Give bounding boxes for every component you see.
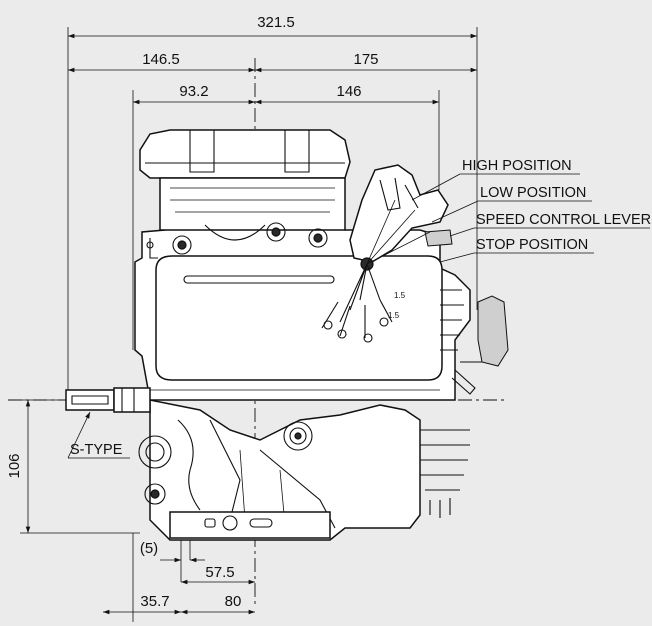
dim-inner-left-text: 93.2 [179, 83, 208, 100]
low-position-label: LOW POSITION [480, 185, 586, 201]
dim-mount-35-text: 35.7 [140, 593, 169, 610]
dim-right-text: 175 [353, 51, 378, 68]
dim-left-of-center: 146.5 [68, 51, 255, 73]
dim-inner-right-text: 146 [336, 83, 361, 100]
head-bolt-right [308, 228, 328, 248]
callout-speed-control-lever: SPEED CONTROL LEVER [449, 212, 651, 237]
cylinder-head [159, 177, 346, 231]
head-bolt-center [266, 222, 286, 242]
dim-right-of-center: 175 [254, 51, 477, 73]
callout-low-position: LOW POSITION [431, 185, 592, 223]
s-type-label: S-TYPE [70, 442, 123, 458]
speed-control-assembly: 1.5 1.5 [321, 164, 453, 343]
dim-mount-57-text: 57.5 [205, 564, 234, 581]
dim-mount-57: 57.5 [181, 564, 255, 585]
stop-position-label: STOP POSITION [476, 237, 588, 253]
drain-plug [144, 483, 166, 505]
dim-offset-5-text: (5) [140, 540, 158, 557]
dim-shaft-height-text: 106 [6, 453, 23, 478]
callout-high-position: HIGH POSITION [411, 158, 580, 201]
engine-outline [134, 129, 509, 541]
choke-knob [477, 295, 509, 367]
dim-mount-35: 35.7 [103, 593, 181, 615]
dim-overall-text: 321.5 [257, 14, 295, 31]
high-position-label: HIGH POSITION [462, 158, 572, 174]
dim-overall: 321.5 [68, 14, 477, 39]
speed-control-lever-label: SPEED CONTROL LEVER [476, 212, 651, 228]
air-cleaner-cover [139, 129, 351, 179]
crankcase-bolt [283, 421, 313, 451]
recoil-panel [155, 255, 443, 381]
note-1-5-lower: 1.5 [388, 311, 400, 320]
dim-left-text: 146.5 [142, 51, 180, 68]
dim-offset-5: (5) [140, 540, 205, 563]
dim-shaft-height: 106 [6, 400, 31, 533]
extension-lines [20, 27, 478, 622]
cooling-fins [420, 289, 470, 518]
callout-stop-position: STOP POSITION [439, 237, 594, 263]
dim-mount-80: 80 [181, 593, 255, 615]
dim-inner-right: 146 [254, 83, 439, 105]
panel-slot [183, 275, 335, 284]
note-1-5-upper: 1.5 [394, 291, 406, 300]
s-type-shaft [65, 387, 151, 413]
dim-mount-80-text: 80 [225, 593, 242, 610]
head-bolt-left [172, 235, 192, 255]
oil-filler-plug [138, 435, 172, 469]
lever-handle [424, 229, 453, 247]
dim-inner-left: 93.2 [133, 83, 255, 105]
